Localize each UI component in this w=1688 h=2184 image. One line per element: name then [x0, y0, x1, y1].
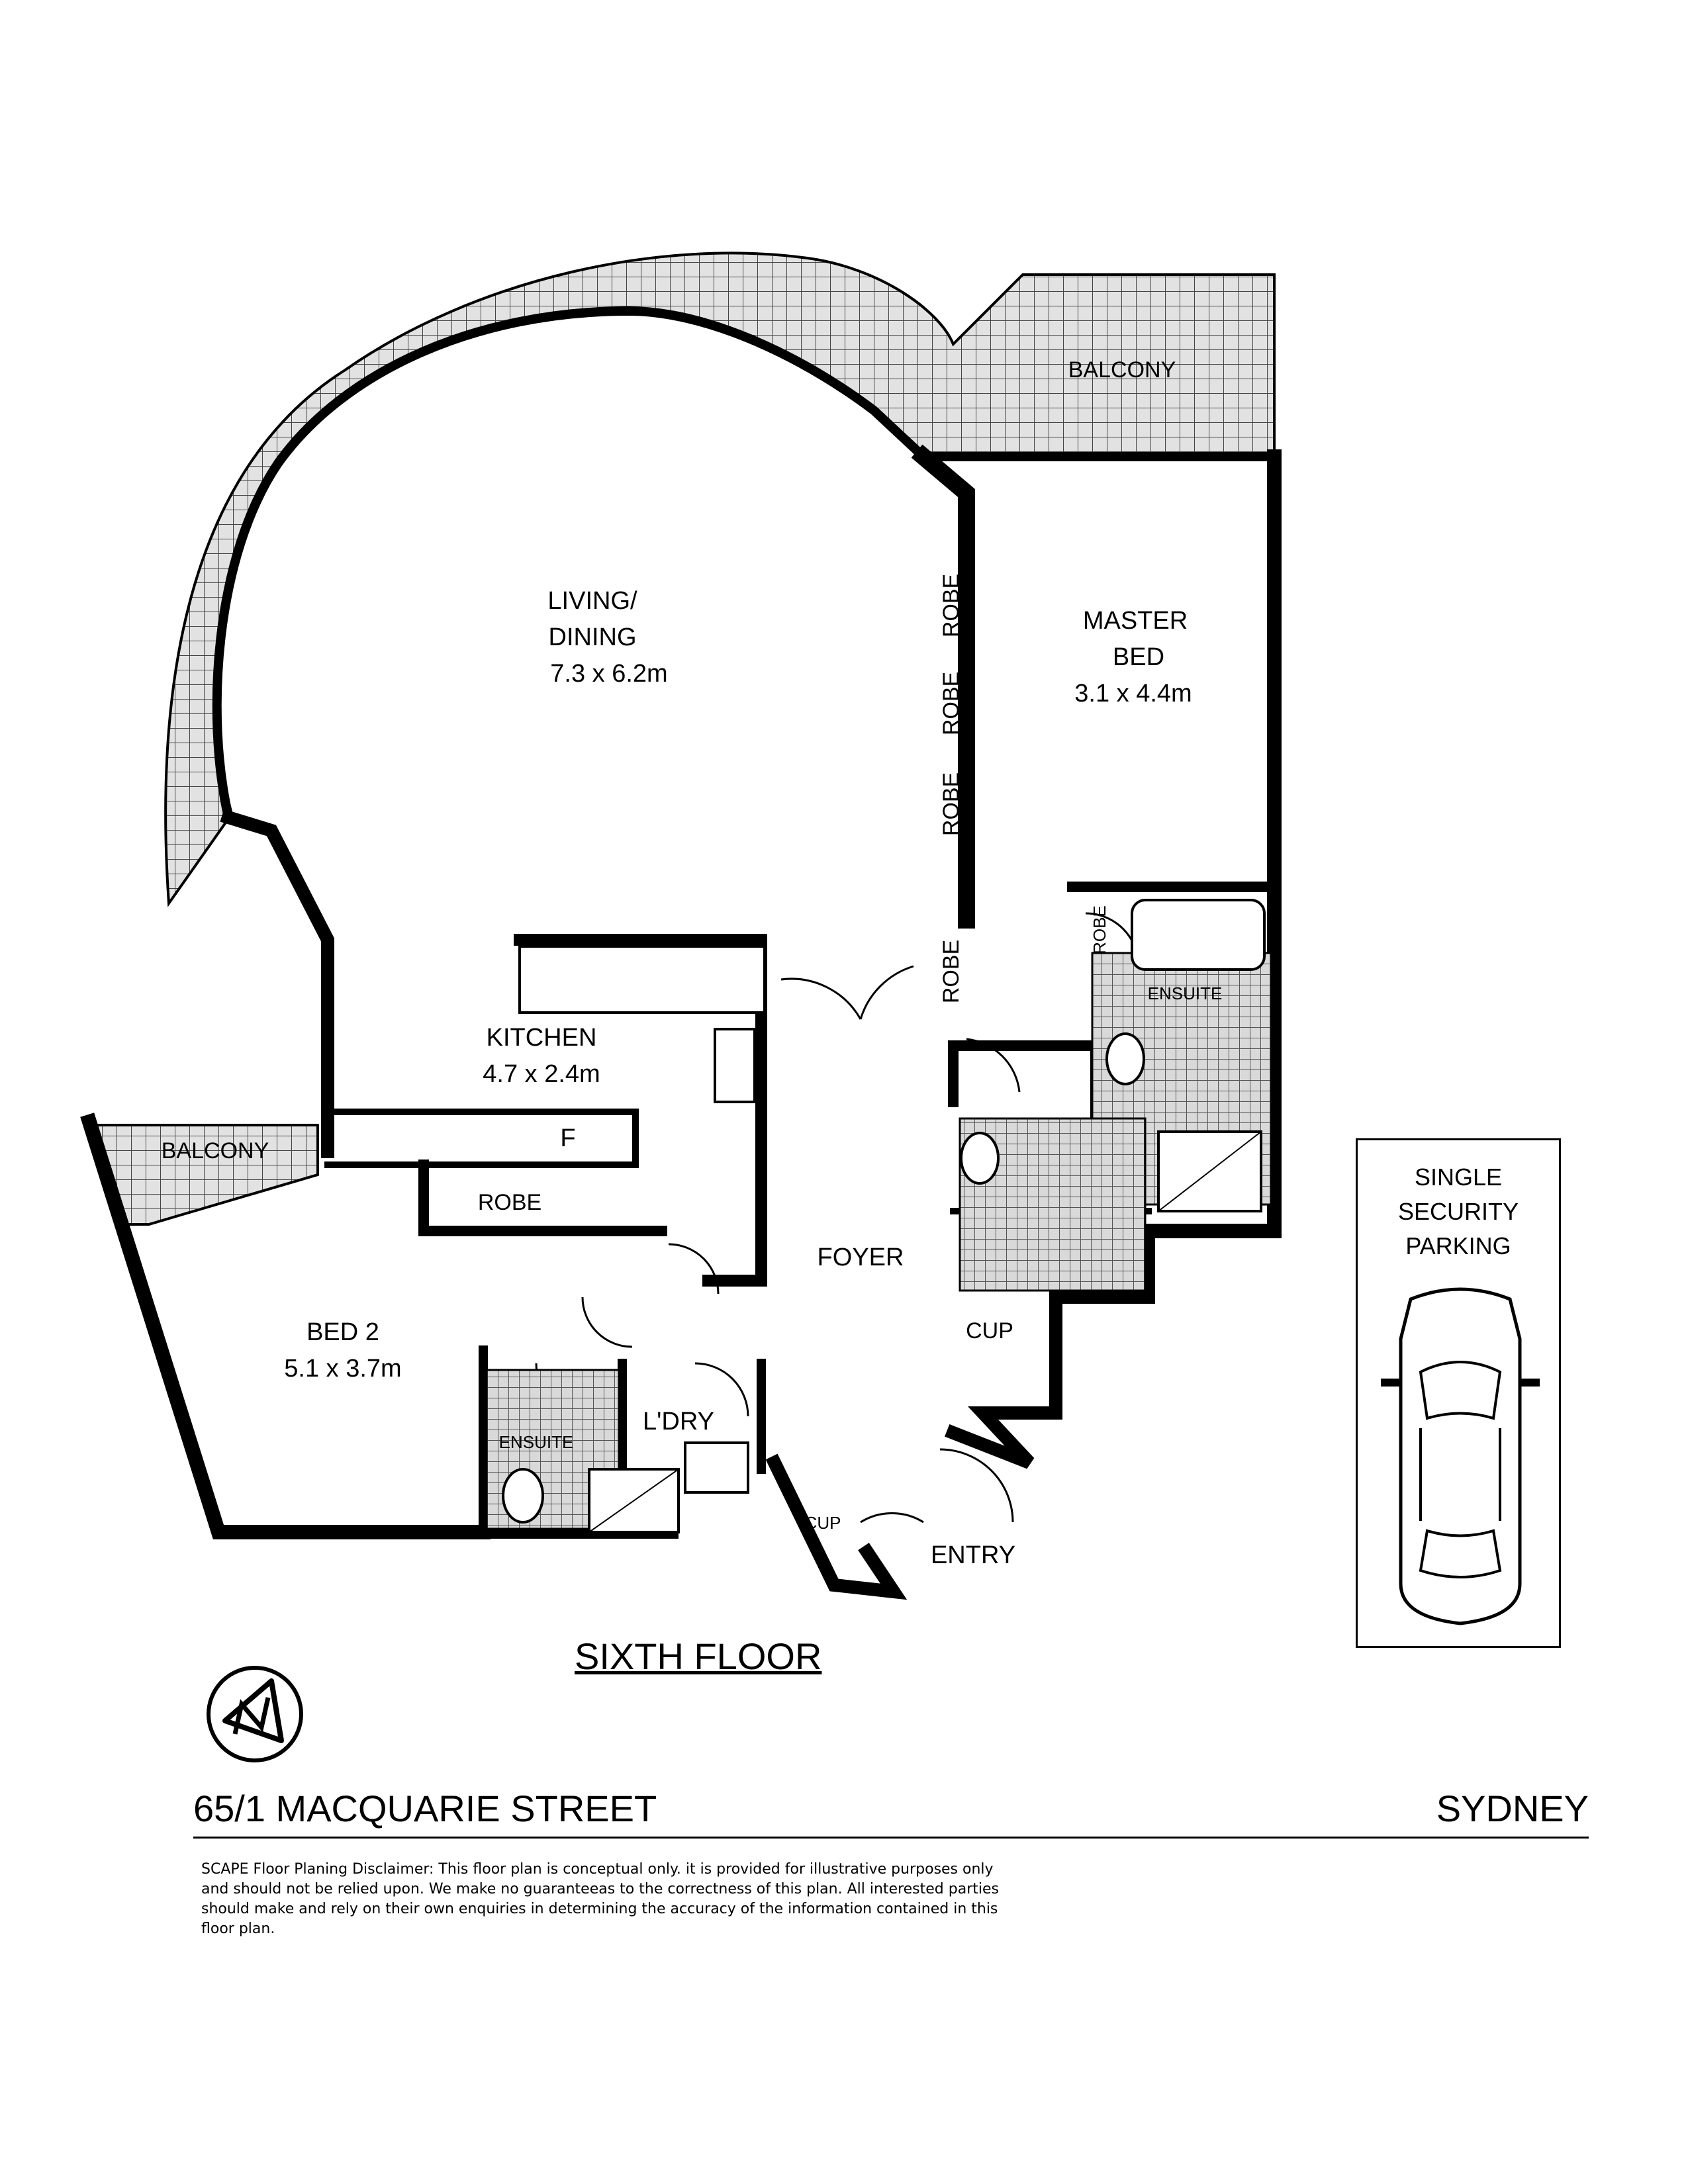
- bed2-size: 5.1 x 3.7m: [284, 1355, 401, 1383]
- laundry-label: L'DRY: [643, 1408, 714, 1435]
- robe-label-3: ROBE: [939, 772, 964, 836]
- cupboard-label: CUP: [966, 1318, 1013, 1343]
- robe-label-4: ROBE: [939, 940, 964, 1003]
- address: 65/1 MACQUARIE STREET: [193, 1788, 657, 1829]
- master-ensuite-label: ENSUITE: [1148, 983, 1223, 1003]
- parking-label: SINGLE SECURITY PARKING: [1397, 1163, 1519, 1259]
- living-name: LIVING/: [547, 587, 637, 615]
- robe-bed2-label: ROBE: [478, 1190, 541, 1215]
- disclaimer: SCAPE Floor Planing Disclaimer: This flo…: [201, 1861, 999, 1937]
- common-bath-tiles: [959, 1117, 1147, 1292]
- living-name-2: DINING: [549, 623, 637, 651]
- floor-title: SIXTH FLOOR: [575, 1635, 822, 1677]
- kitchen-size: 4.7 x 2.4m: [483, 1060, 600, 1088]
- car-icon: [1381, 1287, 1540, 1625]
- cupboard-small-label: CUP: [805, 1513, 841, 1533]
- north-arrow-icon: [207, 1666, 303, 1762]
- fixtures: [502, 899, 1266, 1533]
- balcony-left-label: BALCONY: [162, 1138, 269, 1163]
- robe-label-2: ROBE: [939, 672, 964, 735]
- bed2-ensuite-label: ENSUITE: [499, 1432, 574, 1452]
- master-name-2: BED: [1113, 643, 1164, 671]
- foyer-label: FOYER: [818, 1244, 904, 1271]
- city: SYDNEY: [1436, 1788, 1589, 1829]
- divider: [193, 1837, 1589, 1839]
- room-labels: LIVING/ DINING 7.3 x 6.2m MASTER BED 3.1…: [162, 357, 1223, 1569]
- fridge-label: F: [560, 1124, 575, 1152]
- robe-label-1: ROBE: [939, 574, 964, 637]
- living-size: 7.3 x 6.2m: [550, 660, 667, 688]
- kitchen-name: KITCHEN: [487, 1024, 597, 1052]
- robe-label-ensuite: ROBE: [1090, 905, 1109, 954]
- parking-box: SINGLE SECURITY PARKING: [1356, 1138, 1561, 1648]
- balcony-top-curved: [164, 251, 1276, 907]
- balcony-top-label: BALCONY: [1068, 357, 1176, 383]
- bed2-name: BED 2: [306, 1318, 379, 1346]
- entry-label: ENTRY: [931, 1541, 1015, 1569]
- master-size: 3.1 x 4.4m: [1074, 680, 1192, 707]
- master-name: MASTER: [1083, 607, 1188, 635]
